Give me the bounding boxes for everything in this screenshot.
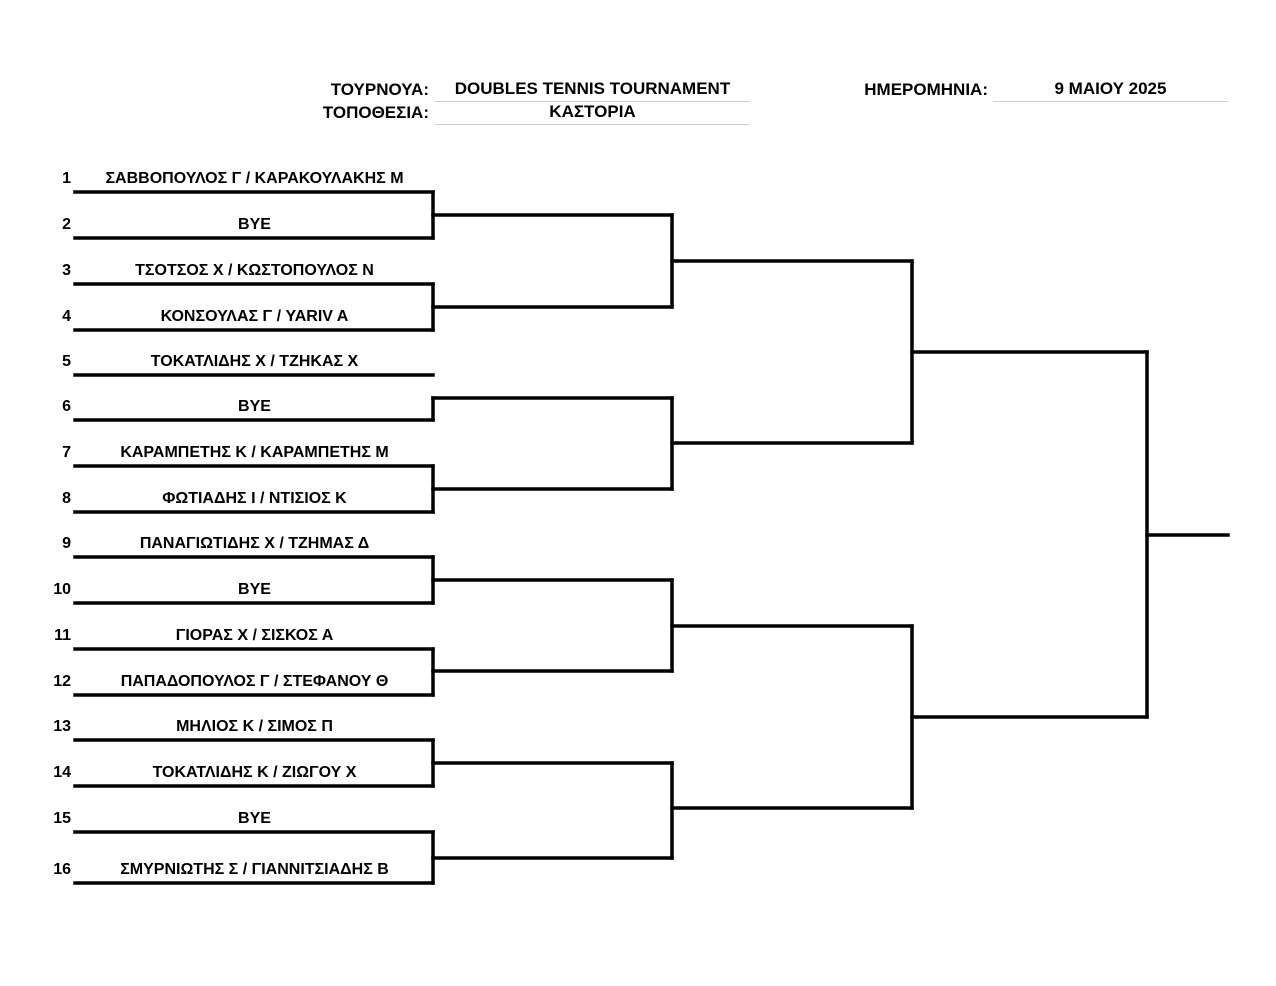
tournament-label: ΤΟΥΡΝΟΥΑ:	[330, 80, 429, 99]
entry-seed: 11	[54, 627, 71, 644]
entry-seed: 8	[62, 490, 71, 507]
entry-team-name: BYE	[238, 216, 271, 233]
tournament-value: DOUBLES TENNIS TOURNAMENT	[435, 79, 750, 102]
entry-team-name: ΓΙΟΡΑΣ Χ / ΣΙΣΚΟΣ Α	[175, 627, 334, 644]
entry-team-name: ΠΑΝΑΓΙΩΤΙΔΗΣ Χ / ΤΖΗΜΑΣ Δ	[139, 535, 370, 552]
location-label: ΤΟΠΟΘΕΣΙΑ:	[322, 103, 429, 122]
entry-team-name: ΜΗΛΙΟΣ Κ / ΣΙΜΟΣ Π	[176, 718, 333, 735]
entry-seed: 15	[53, 810, 71, 827]
entry-team-name: ΣΜΥΡΝΙΩΤΗΣ Σ / ΓΙΑΝΝΙΤΣΙΑΔΗΣ Β	[120, 861, 389, 878]
entry-team-name: ΤΣΟΤΣΟΣ Χ / ΚΩΣΤΟΠΟΥΛΟΣ Ν	[135, 262, 374, 279]
entry-team-name: ΤΟΚΑΤΛΙΔΗΣ Χ / ΤΖΗΚΑΣ Χ	[150, 353, 359, 370]
entry-team-name: ΚΟΝΣΟΥΛΑΣ Γ / YARIV A	[160, 308, 349, 325]
entry-seed: 7	[62, 444, 71, 461]
location-value: ΚΑΣΤΟΡΙΑ	[435, 102, 750, 125]
date-value: 9 ΜΑΙΟΥ 2025	[993, 79, 1228, 102]
entry-team-name: BYE	[238, 810, 271, 827]
entry-team-name: ΚΑΡΑΜΠΕΤΗΣ Κ / ΚΑΡΑΜΠΕΤΗΣ Μ	[120, 444, 389, 461]
entry-team-name: BYE	[238, 581, 271, 598]
entry-team-name: ΣΑΒΒΟΠΟΥΛΟΣ Γ / ΚΑΡΑΚΟΥΛΑΚΗΣ Μ	[105, 170, 404, 187]
entry-seed: 9	[62, 535, 71, 552]
entry-team-name: BYE	[238, 398, 271, 415]
date-label: ΗΜΕΡΟΜΗΝΙΑ:	[864, 80, 988, 99]
entry-seed: 4	[62, 308, 71, 325]
entry-seed: 3	[62, 262, 71, 279]
entry-seed: 14	[53, 764, 71, 781]
entry-seed: 1	[62, 170, 71, 187]
entry-seed: 2	[62, 216, 71, 233]
entry-team-name: ΤΟΚΑΤΛΙΔΗΣ Κ / ΖΙΩΓΟΥ Χ	[152, 764, 357, 781]
entry-team-name: ΠΑΠΑΔΟΠΟΥΛΟΣ Γ / ΣΤΕΦΑΝΟΥ Θ	[120, 673, 389, 690]
entry-seed: 12	[53, 673, 71, 690]
entry-seed: 5	[62, 353, 71, 370]
entry-seed: 6	[62, 398, 71, 415]
entry-seed: 16	[53, 861, 71, 878]
entry-seed: 10	[53, 581, 71, 598]
entry-seed: 13	[53, 718, 71, 735]
entry-team-name: ΦΩΤΙΑΔΗΣ Ι / ΝΤΙΣΙΟΣ Κ	[162, 490, 347, 507]
